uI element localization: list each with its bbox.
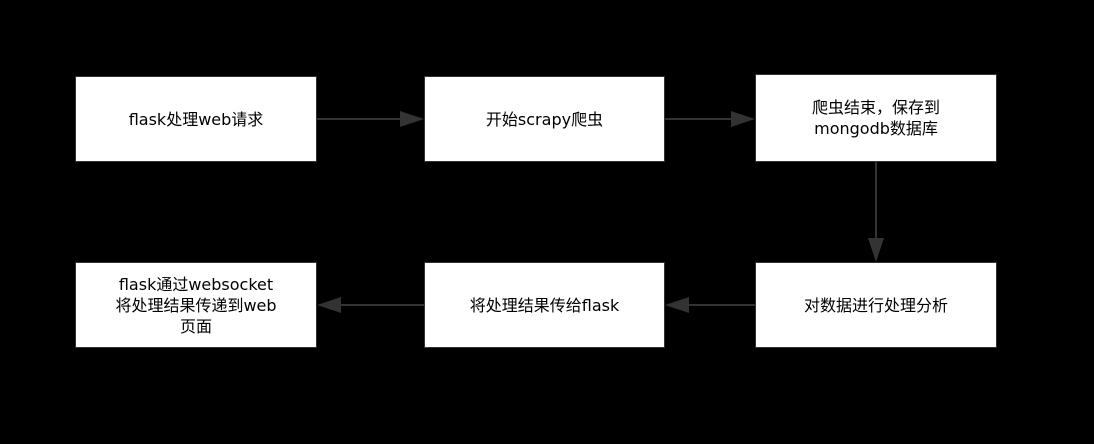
edge-n2-n3 <box>665 111 755 127</box>
edge-n3-n4 <box>868 162 884 262</box>
node-websocket-to-web: flask通过websocket 将处理结果传递到web 页面 <box>75 262 317 348</box>
node-label-line: 开始scrapy爬虫 <box>485 109 604 129</box>
node-label-line: flask通过websocket <box>118 274 274 294</box>
node-save-mongodb: 爬虫结束，保存到 mongodb数据库 <box>755 74 997 162</box>
edge-n1-n2 <box>317 111 424 127</box>
node-start-scrapy: 开始scrapy爬虫 <box>424 76 665 162</box>
node-send-to-flask: 将处理结果传给flask <box>424 262 665 348</box>
node-analyze-data: 对数据进行处理分析 <box>755 262 997 348</box>
node-label-line: mongodb数据库 <box>814 119 938 138</box>
node-label-line: 对数据进行处理分析 <box>803 295 948 315</box>
node-label-line: 爬虫结束，保存到 <box>811 98 940 117</box>
node-label-line: 将处理结果传给flask <box>469 295 620 315</box>
node-flask-request: flask处理web请求 <box>75 76 317 162</box>
node-label-line: flask处理web请求 <box>128 109 264 129</box>
node-label-line: 页面 <box>179 316 212 336</box>
edge-n5-n6 <box>317 297 424 313</box>
node-label-line: 将处理结果传递到web <box>115 295 277 315</box>
edge-n4-n5 <box>665 297 755 313</box>
